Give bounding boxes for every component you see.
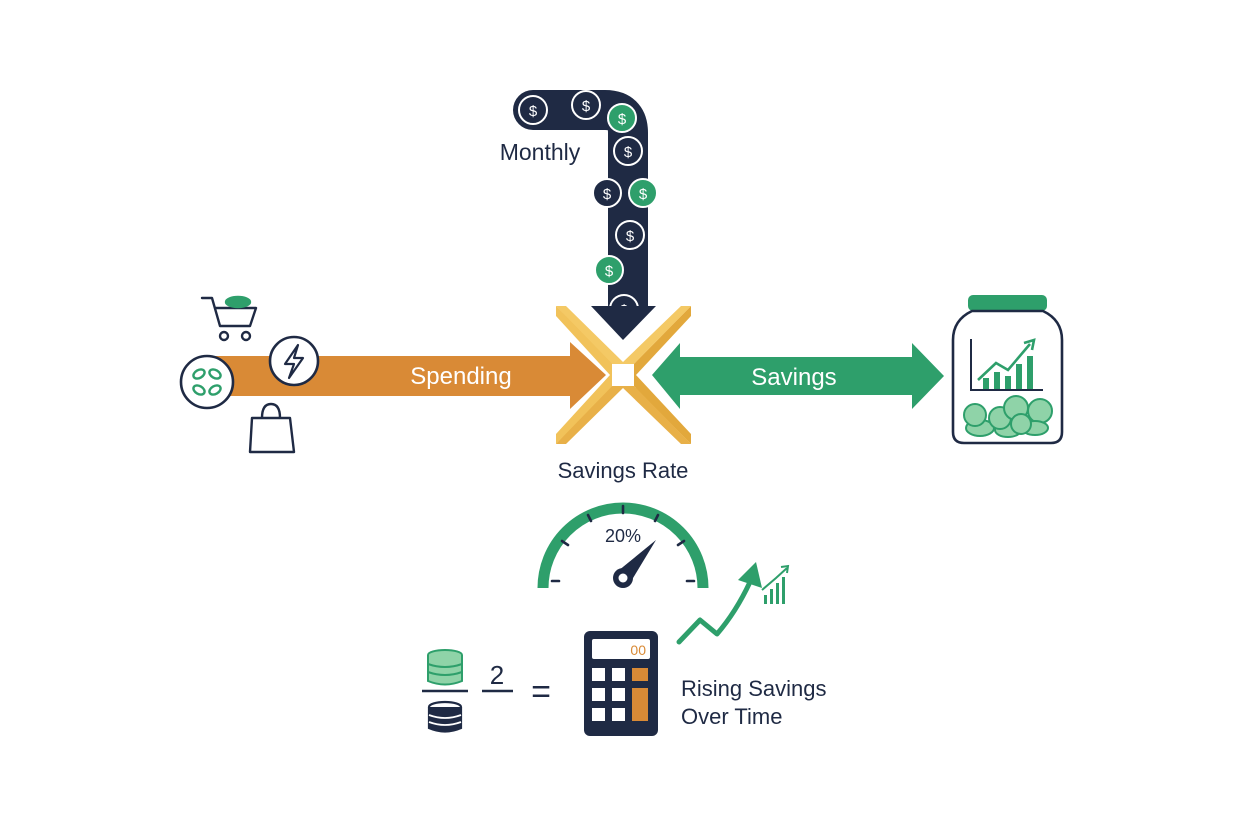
- coin-symbol: $: [603, 186, 612, 203]
- coin-symbol: $: [624, 144, 633, 161]
- jar-coins: [963, 395, 1053, 438]
- growth-label-line-1: Rising Savings: [681, 676, 827, 701]
- coin: $: [607, 103, 637, 133]
- coin: $: [592, 178, 622, 208]
- coin-stack-icon: [427, 700, 463, 733]
- coin: $: [594, 255, 624, 285]
- lightning-icon: [268, 335, 320, 387]
- coin: $: [518, 95, 548, 125]
- formula-equals: =: [531, 673, 551, 711]
- savings-rate-gauge: 20%: [537, 502, 709, 589]
- spending-arrow: Spending: [208, 342, 606, 409]
- growth-label-line-2: Over Time: [681, 704, 782, 729]
- gauge-ticks: [550, 504, 696, 583]
- leaf-coin-icon: [179, 354, 235, 410]
- coin-symbol: $: [582, 98, 591, 115]
- calculator-icon: 00: [584, 631, 658, 736]
- savings-label: Savings: [751, 364, 836, 391]
- trend-arrow-icon: [676, 562, 790, 645]
- savings-rate-label: Savings Rate: [558, 458, 689, 483]
- star-cutouts: [556, 306, 691, 444]
- savings-arrow: Savings: [652, 343, 944, 409]
- coin-stack-icon: [427, 649, 463, 686]
- coin-symbol: $: [605, 263, 614, 280]
- calculator-display: 00: [630, 642, 646, 658]
- coin-symbol: $: [639, 186, 648, 203]
- mini-bar-chart-icon: [761, 564, 790, 604]
- savings-jar-icon: [951, 295, 1064, 445]
- coin-symbol: $: [618, 111, 627, 128]
- spending-label: Spending: [410, 363, 511, 390]
- income-label: Monthly: [500, 139, 581, 165]
- coin: $: [613, 136, 643, 166]
- jar-chart-icon: [970, 338, 1043, 391]
- junction-square: [612, 364, 634, 386]
- coin-symbol: $: [529, 103, 538, 120]
- coin-symbol: $: [626, 228, 635, 245]
- coin: $: [615, 220, 645, 250]
- gauge-value: 20%: [605, 526, 641, 546]
- formula-divisor: 2: [490, 660, 504, 690]
- shopping-bag-icon: [248, 402, 296, 454]
- coin: $: [628, 178, 658, 208]
- cart-icon: [200, 295, 258, 342]
- coin: $: [571, 90, 601, 120]
